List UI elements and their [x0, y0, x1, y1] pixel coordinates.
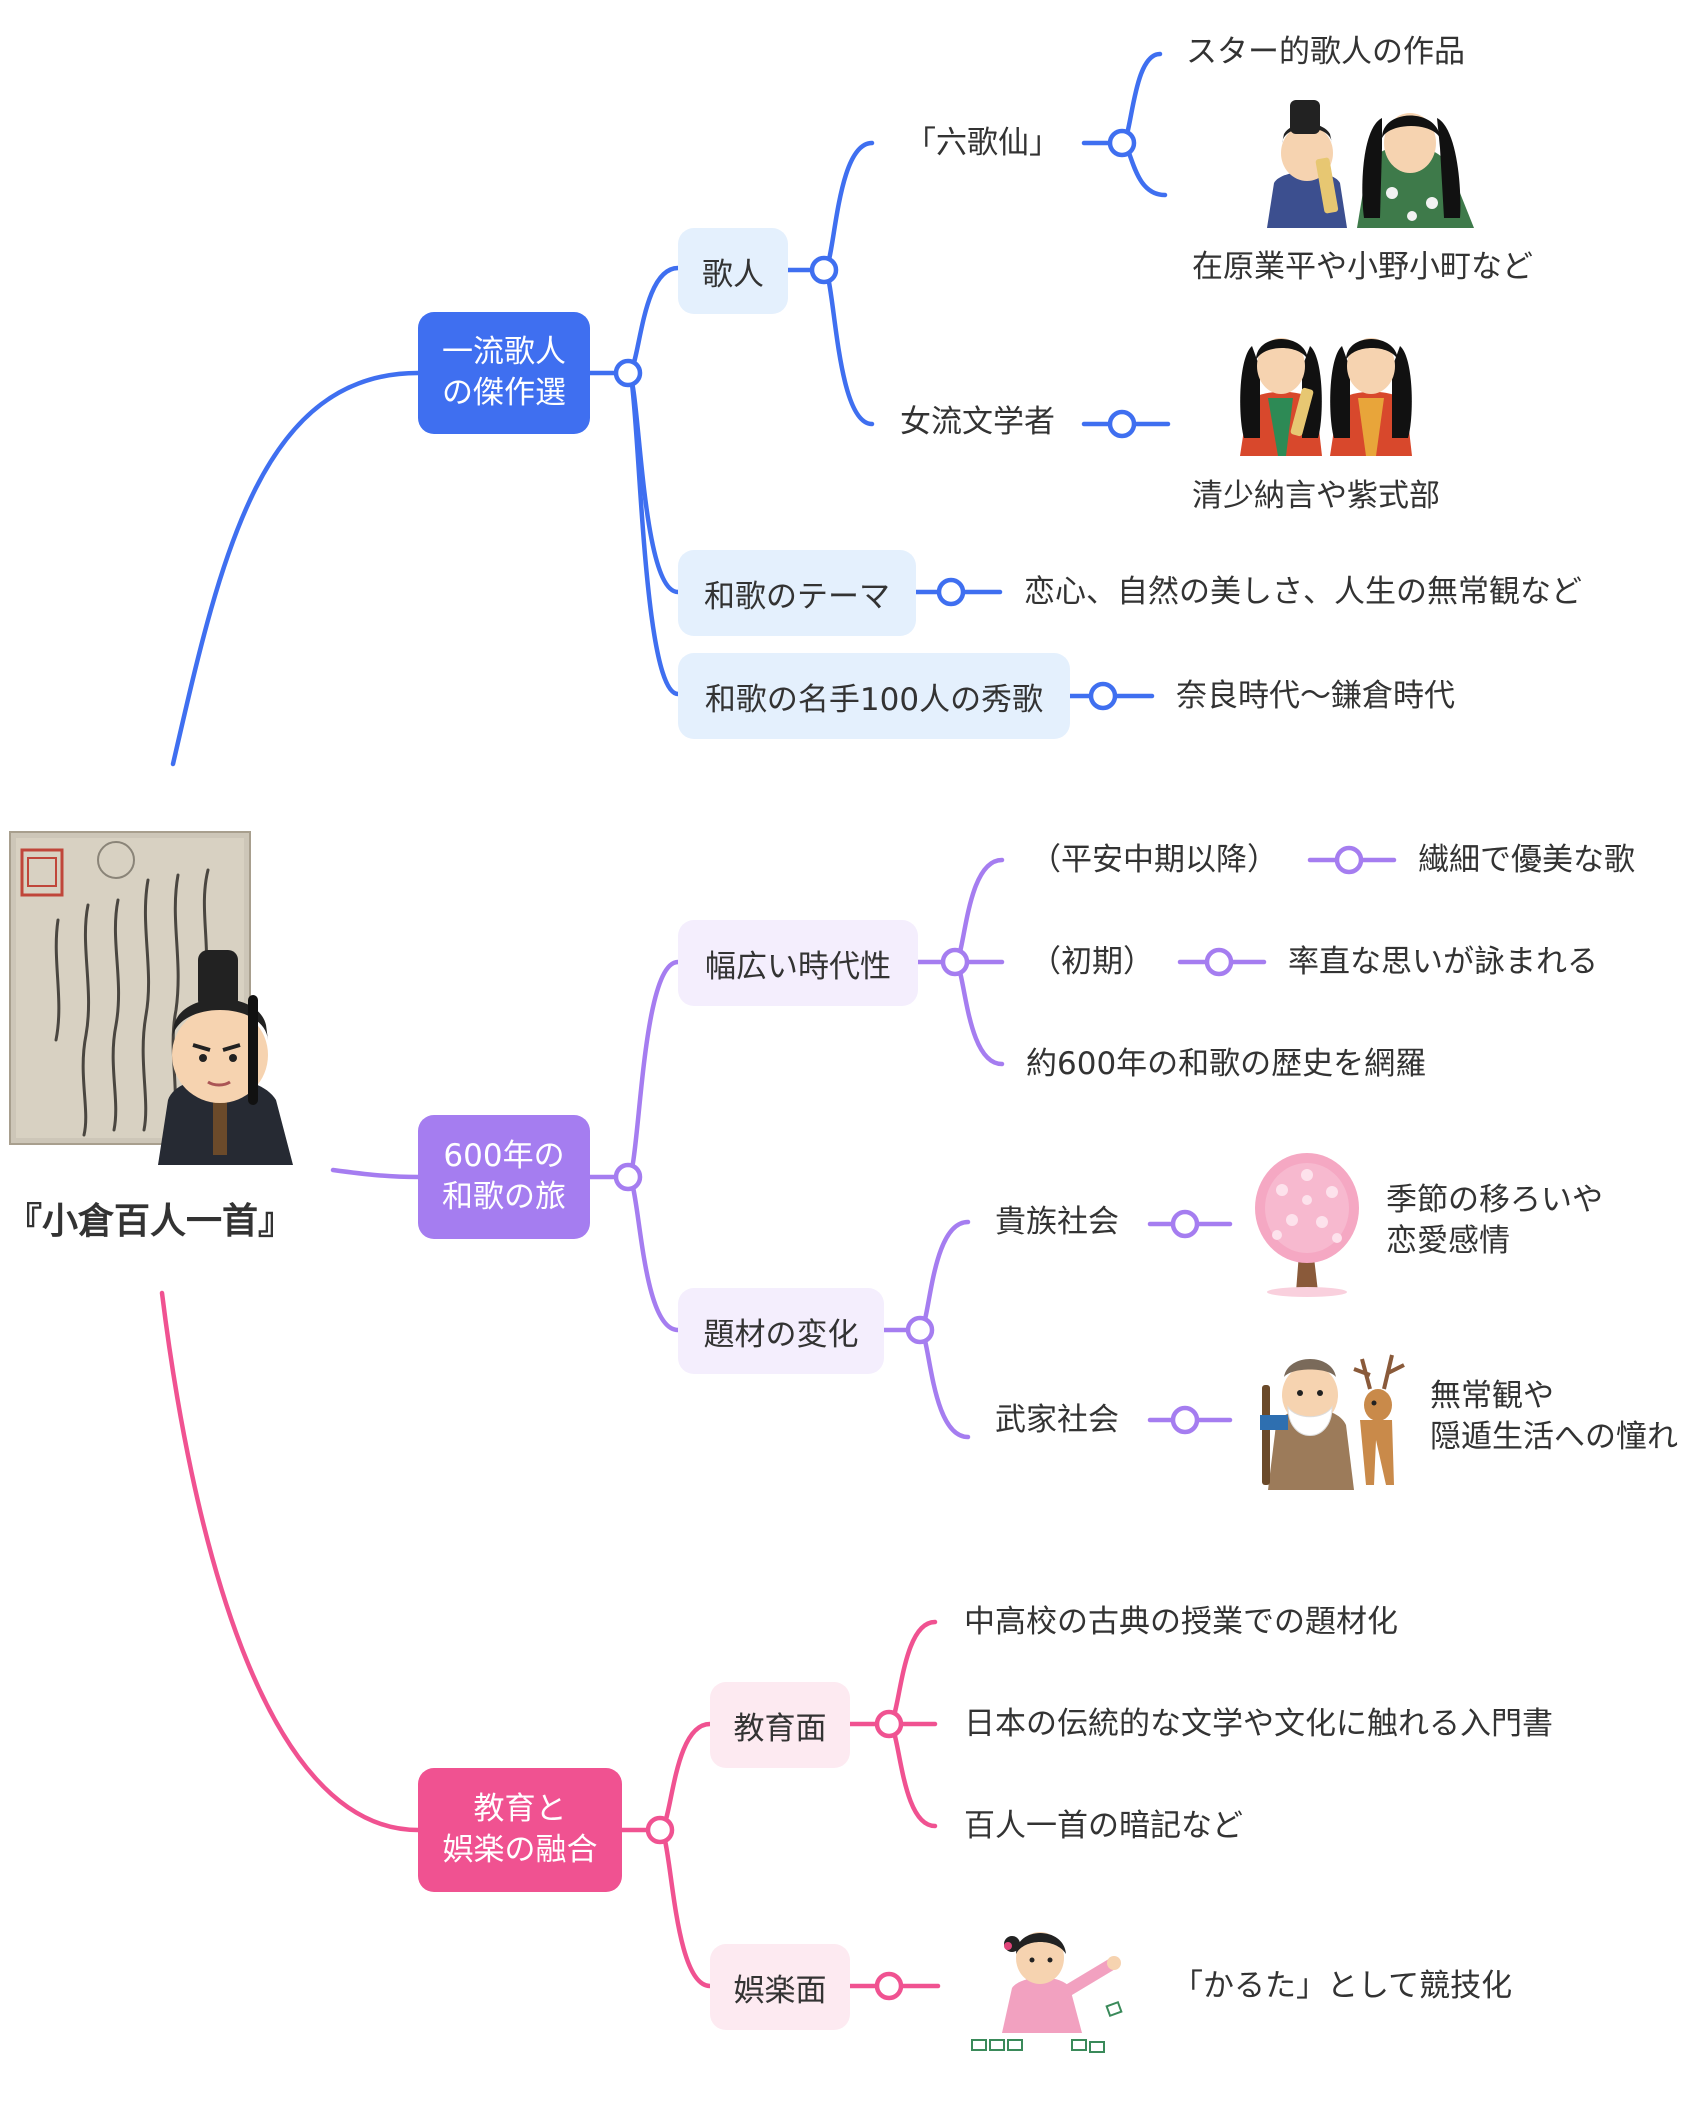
rokkasen-illustration	[1262, 98, 1482, 230]
primary-node-kajin[interactable]: 一流歌人 の傑作選	[418, 312, 590, 434]
node-jidai[interactable]: 幅広い時代性	[678, 920, 918, 1006]
node-gorakumen[interactable]: 娯楽面	[710, 1944, 850, 2030]
node-theme[interactable]: 和歌のテーマ	[678, 550, 916, 636]
label-kizoku-desc: 季節の移ろいや 恋愛感情	[1386, 1182, 1603, 1259]
label-rokkasen: 「六歌仙」	[905, 125, 1060, 161]
label-joryu: 女流文学者	[900, 404, 1055, 440]
connector-dot	[645, 1815, 675, 1845]
node-kyoikumen[interactable]: 教育面	[710, 1682, 850, 1768]
node-meishu[interactable]: 和歌の名手100人の秀歌	[678, 653, 1070, 739]
root-title: 『小倉百人一首』	[5, 1201, 294, 1242]
label-karuta: 「かるた」として競技化	[1172, 1968, 1513, 2004]
label-buke-desc: 無常観や 隠遁生活への憧れ	[1430, 1378, 1678, 1455]
connector-dot	[936, 577, 966, 607]
label-shoki: （初期）	[1030, 944, 1154, 980]
connector-dot	[874, 1709, 904, 1739]
label-theme-desc: 恋心、自然の美しさ、人生の無常観など	[1024, 574, 1582, 610]
connector-root-tabi	[330, 1167, 421, 1180]
label-meishu-desc: 奈良時代〜鎌倉時代	[1176, 678, 1455, 714]
connector-root-kajin	[170, 370, 421, 767]
connector-dot	[1170, 1209, 1200, 1239]
connector-dot	[940, 947, 970, 977]
primary-node-kyoiku[interactable]: 教育と 娯楽の融合	[418, 1768, 622, 1892]
joryu-illustration	[1238, 328, 1414, 456]
label-buke: 武家社会	[995, 1402, 1119, 1438]
connector-dot	[1107, 128, 1137, 158]
label-star-works: スター的歌人の作品	[1186, 34, 1465, 70]
connector-dot	[613, 358, 643, 388]
label-jugyo: 中高校の古典の授業での題材化	[964, 1604, 1398, 1640]
label-yaku600: 約600年の和歌の歴史を網羅	[1026, 1046, 1427, 1082]
hermit-deer-illustration	[1258, 1345, 1408, 1490]
connector-root-kyoiku	[159, 1290, 421, 1833]
connector-dot	[613, 1162, 643, 1192]
manuscript-emperor-illustration	[8, 830, 298, 1165]
label-narihira: 在原業平や小野小町など	[1192, 249, 1533, 285]
primary-node-tabi[interactable]: 600年の 和歌の旅	[418, 1115, 590, 1239]
connector-dot	[905, 1315, 935, 1345]
label-seishonagon: 清少納言や紫式部	[1192, 478, 1440, 514]
label-shoki-desc: 率直な思いが詠まれる	[1288, 944, 1598, 980]
label-heian-desc: 繊細で優美な歌	[1418, 842, 1635, 878]
connector-dot	[1334, 845, 1364, 875]
connector-dot	[1088, 681, 1118, 711]
node-daizai[interactable]: 題材の変化	[678, 1288, 884, 1374]
connector-dot	[1204, 947, 1234, 977]
connector-dot	[809, 255, 839, 285]
label-kizoku: 貴族社会	[995, 1204, 1119, 1240]
label-anki: 百人一首の暗記など	[964, 1808, 1243, 1844]
connector-dot	[1170, 1405, 1200, 1435]
label-heian: （平安中期以降）	[1030, 842, 1278, 878]
connector-dot	[874, 1971, 904, 2001]
cherry-tree-illustration	[1252, 1150, 1362, 1300]
label-nyumon: 日本の伝統的な文学や文化に触れる入門書	[964, 1706, 1553, 1742]
node-poet[interactable]: 歌人	[678, 228, 788, 314]
connector-dot	[1107, 409, 1137, 439]
karuta-girl-illustration	[962, 1908, 1132, 2058]
